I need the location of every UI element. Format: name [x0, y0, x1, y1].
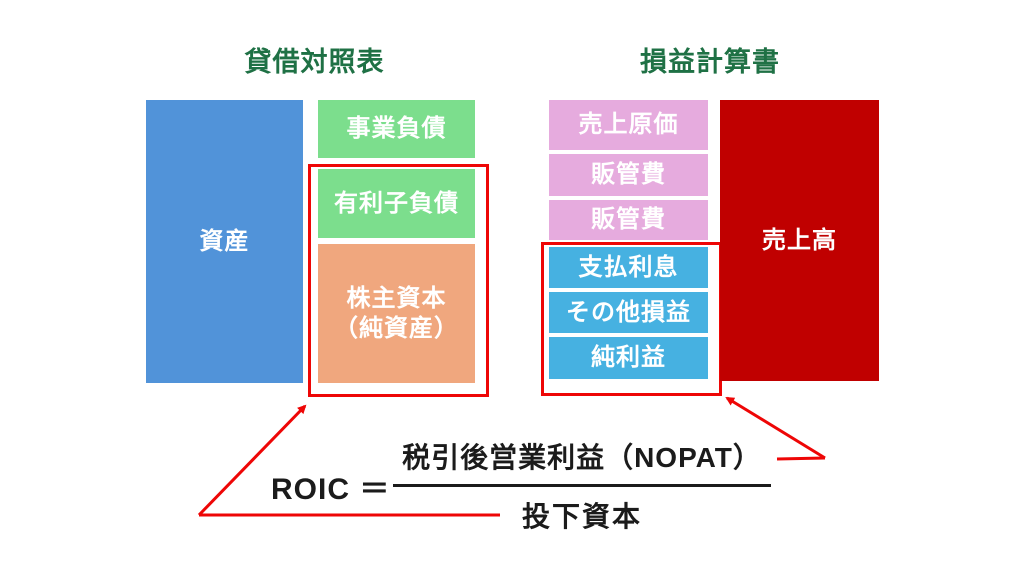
- sga-label-2: 販管費: [591, 206, 666, 233]
- assets-label: 資産: [199, 227, 250, 255]
- fraction-bar: [393, 484, 771, 487]
- revenue-box: 売上高: [720, 100, 879, 381]
- interest-expense-label: 支払利息: [578, 253, 679, 281]
- roic-fraction: 税引後営業利益（NOPAT） 投下資本: [393, 436, 771, 535]
- cost-of-sales-box: 売上原価: [549, 100, 708, 150]
- income-statement-title: 損益計算書: [640, 47, 780, 77]
- revenue-label: 売上高: [762, 226, 837, 254]
- shareholders-equity-label-line1: 株主資本: [346, 284, 447, 312]
- sga-label-1: 販管費: [591, 161, 666, 188]
- sga-box-2: 販管費: [549, 200, 708, 240]
- other-gains-losses-box: その他損益: [549, 292, 708, 333]
- roic-formula-lhs: ROIC ＝: [271, 473, 391, 506]
- business-liabilities-label: 事業負債: [346, 115, 447, 142]
- balance-sheet-title: 貸借対照表: [244, 47, 385, 77]
- roic-denominator: 投下資本: [521, 501, 642, 532]
- sga-box-1: 販管費: [549, 154, 708, 196]
- shareholders-equity-label-line2: （純資産）: [334, 314, 459, 342]
- interest-expense-box: 支払利息: [549, 247, 708, 288]
- cost-of-sales-label: 売上原価: [578, 111, 679, 138]
- interest-bearing-debt-box: 有利子負債: [318, 169, 475, 238]
- roic-numerator: 税引後営業利益（NOPAT）: [402, 442, 762, 473]
- other-gains-losses-label: その他損益: [566, 298, 691, 326]
- interest-bearing-debt-label: 有利子負債: [334, 189, 459, 217]
- net-income-label: 純利益: [591, 344, 666, 371]
- assets-box: 資産: [146, 100, 303, 383]
- shareholders-equity-box: 株主資本 （純資産）: [318, 244, 475, 383]
- net-income-box: 純利益: [549, 337, 708, 379]
- business-liabilities-box: 事業負債: [318, 100, 475, 158]
- invested-capital-highlight-box: [308, 164, 489, 397]
